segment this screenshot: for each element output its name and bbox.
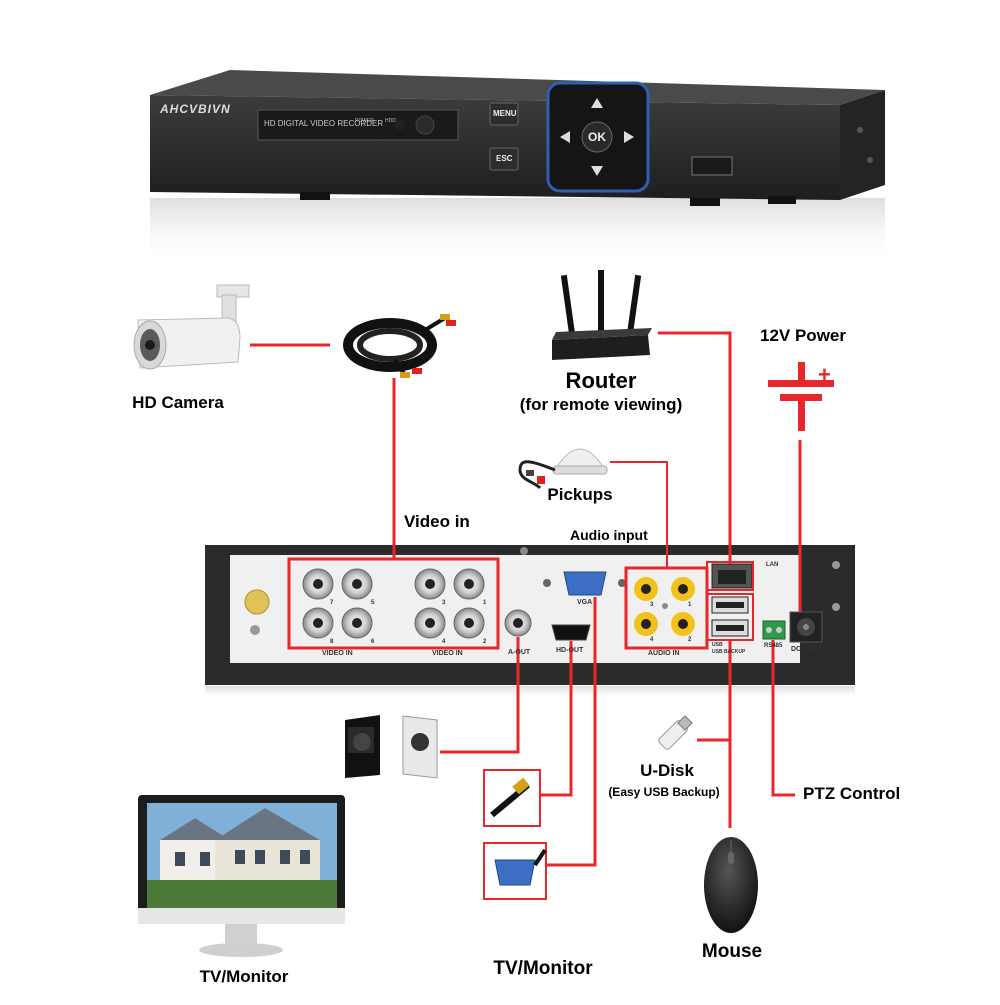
down-arrow-icon	[591, 166, 603, 176]
pickup-microphone	[518, 448, 608, 490]
dc-power-symbol: +	[768, 362, 834, 431]
bnc-cable-coil	[343, 314, 456, 378]
bnc-num-6: 6	[371, 639, 375, 645]
bnc-num-2: 2	[483, 639, 487, 645]
usb-front-slot	[691, 156, 733, 176]
plus-icon: +	[818, 362, 831, 387]
mouse-illustration	[704, 837, 758, 933]
wire-hdout-hdmi	[540, 641, 573, 797]
power-label: 12V Power	[760, 326, 846, 345]
dc12v-port-label: DC 12V	[791, 646, 816, 653]
vga-port-label: VGA	[577, 599, 593, 606]
bnc-group-right	[414, 568, 485, 639]
hdmi-cable-box	[483, 769, 541, 827]
pickups-label: Pickups	[547, 485, 613, 504]
front-panel-label: HD DIGITAL VIDEO RECORDER	[264, 119, 384, 128]
audio-num-4: 4	[650, 637, 654, 643]
router-note: (for remote viewing)	[519, 395, 683, 414]
brand-logo: AHCVBIVN	[160, 102, 231, 116]
wire-pickups-audio	[610, 461, 668, 568]
ok-button-label: OK	[588, 130, 606, 144]
video-in-left-port-label: VIDEO IN	[322, 650, 353, 657]
usb-port-label: USB	[712, 642, 723, 648]
tv-monitor-left-label: TV/Monitor	[199, 967, 289, 986]
right-arrow-icon	[624, 131, 634, 143]
audio-num-1: 1	[688, 602, 692, 608]
hdmi-port	[551, 624, 591, 641]
rs485-terminal	[762, 620, 786, 640]
tv-monitor-illustration	[138, 795, 345, 957]
audio-num-3: 3	[650, 602, 654, 608]
esc-button	[489, 147, 519, 171]
vga-port	[563, 571, 607, 596]
dvr-reflection	[150, 198, 885, 268]
bnc-num-5: 5	[371, 600, 375, 606]
up-arrow-icon	[591, 98, 603, 108]
bnc-group-left	[302, 568, 373, 639]
audio-num-2: 2	[688, 637, 692, 643]
hd-camera-label: HD Camera	[132, 393, 224, 412]
hdd-indicator-label: HDD	[385, 118, 396, 124]
bnc-num-4: 4	[442, 639, 446, 645]
ground-screw-icon	[244, 589, 270, 615]
bnc-num-3: 3	[442, 600, 446, 606]
router-illustration	[552, 270, 652, 360]
video-in-right-port-label: VIDEO IN	[432, 650, 463, 657]
wire-ptz	[771, 640, 795, 797]
bnc-num-7: 7	[330, 600, 334, 606]
video-in-label: Video in	[404, 512, 470, 531]
wire-aout-speakers	[440, 637, 520, 754]
left-arrow-icon	[560, 131, 570, 143]
ok-button	[581, 121, 613, 153]
menu-button	[489, 102, 519, 126]
esc-button-label: ESC	[496, 154, 513, 163]
connection-wires	[250, 331, 802, 867]
wire-vga-out	[546, 641, 597, 867]
wire-router-lan	[658, 331, 732, 564]
lan-port-label: LAN	[766, 562, 779, 568]
dvr-front-unit	[150, 70, 885, 268]
speakers-illustration	[345, 715, 438, 779]
rs485-port-label: RS485	[764, 643, 783, 649]
hd-out-port-label: HD-OUT	[556, 647, 584, 654]
bnc-num-8: 8	[330, 639, 334, 645]
mouse-label: Mouse	[701, 941, 763, 962]
audio-in-port-label: AUDIO IN	[648, 650, 680, 657]
vga-cable-box	[483, 842, 547, 900]
usb-backup-port-label: USB BACKUP	[712, 649, 746, 655]
power-indicator-label: POWER	[355, 118, 374, 124]
udisk-note: (Easy USB Backup)	[608, 785, 720, 799]
dvr-rear-panel	[205, 545, 855, 700]
tv-monitor-center-label: TV/Monitor	[493, 958, 593, 979]
usb-drive-illustration	[658, 715, 693, 750]
audio-rca-ports	[634, 577, 695, 636]
bnc-num-1: 1	[483, 600, 487, 606]
audio-input-label: Audio input	[570, 527, 648, 543]
a-out-port-label: A-OUT	[508, 649, 531, 656]
hd-camera-illustration	[133, 284, 250, 370]
menu-button-label: MENU	[493, 109, 517, 118]
ptz-label: PTZ Control	[803, 784, 901, 803]
udisk-label: U-Disk	[640, 761, 694, 780]
router-label: Router	[565, 368, 637, 393]
